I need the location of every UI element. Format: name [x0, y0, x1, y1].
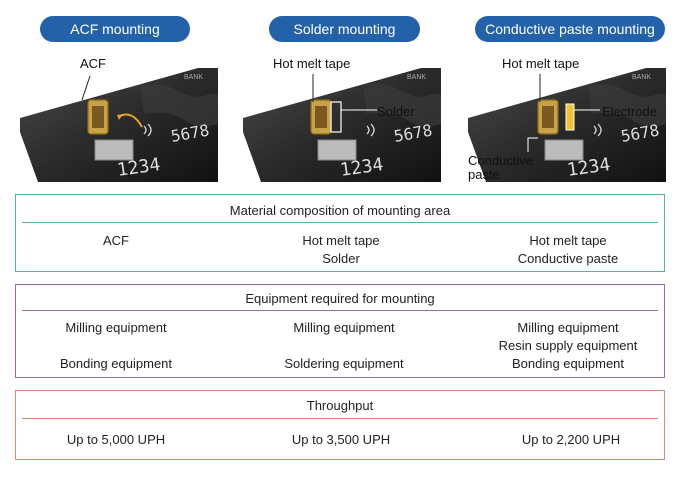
solder-chip	[315, 106, 327, 128]
solder-label: Solder	[377, 104, 415, 119]
throughput-rule	[22, 418, 658, 419]
throughput-box: Throughput Up to 5,000 UPH Up to 3,500 U…	[15, 390, 665, 460]
material-solder-line2: Solder	[322, 251, 360, 266]
paste-chip	[542, 106, 554, 128]
material-composition-title: Material composition of mounting area	[229, 203, 451, 218]
equipment-acf-line1: Milling equipment	[65, 320, 167, 335]
antenna-slot	[94, 139, 134, 161]
equipment-paste-line3: Bonding equipment	[511, 356, 625, 371]
conductive-paste-label: Conductive paste	[468, 154, 533, 182]
acf-card-svg: BANK 1234 5678	[20, 68, 218, 182]
throughput-solder-cell: Up to 3,500 UPH	[291, 432, 391, 447]
solder-highlight	[330, 101, 342, 133]
acf-label: ACF	[80, 56, 106, 71]
hot-melt-tape-label: Hot melt tape	[502, 56, 580, 71]
throughput-acf-cell: Up to 5,000 UPH	[66, 432, 166, 447]
conductive-label-line2: paste	[468, 167, 500, 182]
contactless-icon	[366, 123, 375, 137]
card-bank-text: BANK	[407, 74, 426, 81]
material-composition-box: Material composition of mounting area AC…	[15, 194, 665, 272]
equipment-paste-line1: Milling equipment	[517, 320, 619, 335]
card-bank-text: BANK	[632, 74, 651, 81]
acf-chip	[92, 106, 104, 128]
material-acf-line1: ACF	[103, 233, 129, 248]
solder-mounting-header: Solder mounting	[269, 16, 420, 42]
conductive-paste-mounting-header: Conductive paste mounting	[475, 16, 665, 42]
card-world-map	[363, 84, 441, 127]
acf-mounting-header: ACF mounting	[40, 16, 190, 42]
equipment-title: Equipment required for mounting	[245, 291, 435, 306]
equipment-paste-line2: Resin supply equipment	[498, 338, 638, 353]
solder-card-svg: BANK 1234 5678	[243, 68, 441, 182]
electrode-label: Electrode	[602, 104, 657, 119]
equipment-acf-line2: Bonding equipment	[59, 356, 173, 371]
card-world-map	[140, 84, 218, 127]
material-composition-rule	[22, 222, 658, 223]
material-paste-line1: Hot melt tape	[529, 233, 607, 248]
antenna-slot	[544, 139, 584, 161]
equipment-solder-line1: Milling equipment	[293, 320, 395, 335]
arrow-head-icon	[117, 114, 123, 120]
conductive-label-line1: Conductive	[468, 153, 534, 168]
equipment-solder-line2: Soldering equipment	[284, 356, 404, 371]
throughput-paste-cell: Up to 2,200 UPH	[521, 432, 621, 447]
conductive-paste-leader-line	[527, 137, 538, 152]
equipment-acf-cell: Milling equipment Bonding equipment	[16, 319, 216, 373]
electrode-highlight	[565, 103, 575, 131]
throughput-title: Throughput	[306, 398, 374, 413]
material-acf-cell: ACF	[16, 232, 216, 250]
paste-card-svg: BANK 1234 5678	[468, 68, 666, 182]
contactless-icon	[593, 123, 602, 137]
acf-card-illustration: BANK 1234 5678 ACF	[20, 52, 218, 182]
conductive-paste-card-illustration: BANK 1234 5678 Hot melt tape Electrode C…	[468, 52, 666, 182]
acf-leader-line	[81, 75, 91, 101]
equipment-paste-cell: Milling equipment Resin supply equipment…	[468, 319, 668, 373]
card-bank-text: BANK	[184, 74, 203, 81]
material-paste-cell: Hot melt tape Conductive paste	[468, 232, 668, 268]
solder-card-illustration: BANK 1234 5678 Hot melt tape Solder	[243, 52, 441, 182]
equipment-rule	[22, 310, 658, 311]
contactless-icon	[143, 123, 152, 137]
material-solder-cell: Hot melt tape Solder	[241, 232, 441, 268]
material-solder-line1: Hot melt tape	[302, 233, 380, 248]
hot-melt-tape-label: Hot melt tape	[273, 56, 351, 71]
equipment-box: Equipment required for mounting Milling …	[15, 284, 665, 378]
material-paste-line2: Conductive paste	[517, 251, 619, 266]
equipment-solder-cell: Milling equipment Soldering equipment	[244, 319, 444, 373]
card-world-map	[588, 84, 666, 127]
antenna-slot	[317, 139, 357, 161]
